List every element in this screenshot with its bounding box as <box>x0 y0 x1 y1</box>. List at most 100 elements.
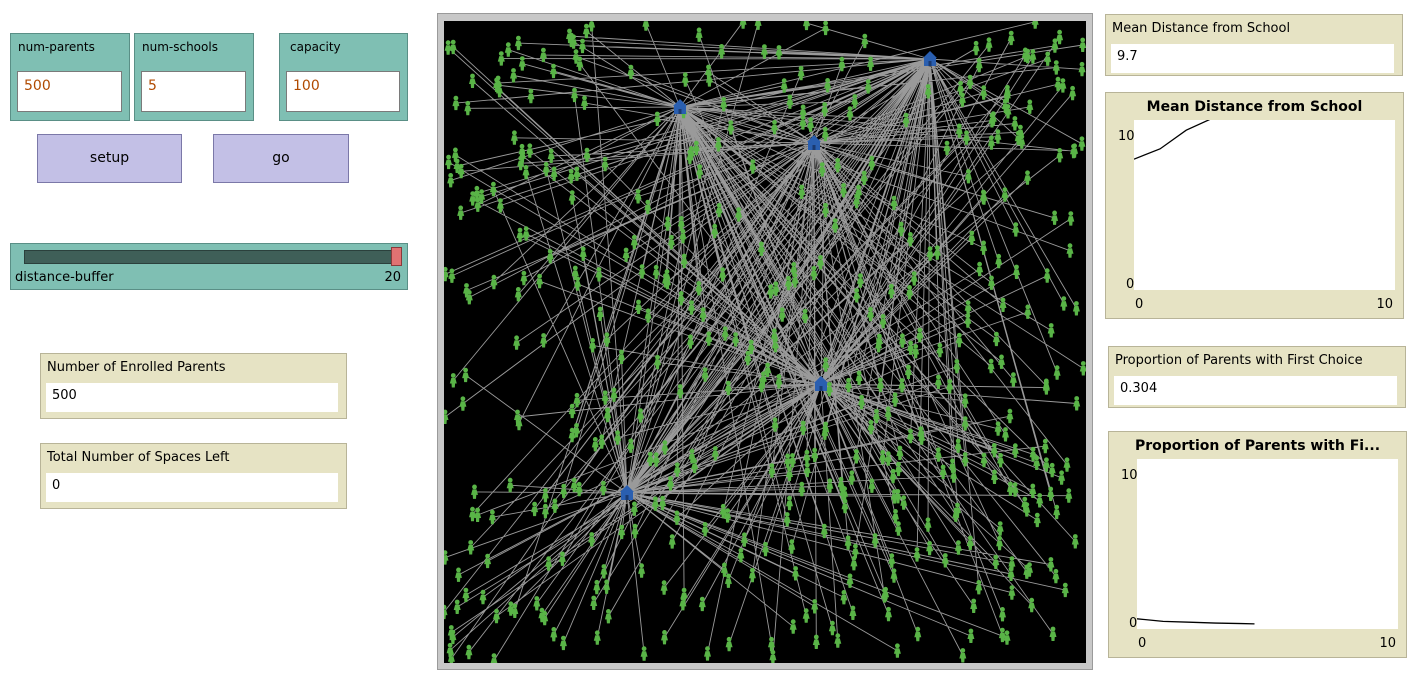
parent-turtle <box>514 35 522 51</box>
go-button[interactable]: go <box>213 134 349 183</box>
parent-turtle <box>980 452 988 468</box>
num-schools-input[interactable]: num-schools 5 <box>134 33 254 121</box>
parent-turtle <box>571 87 578 103</box>
parent-turtle <box>841 498 849 514</box>
parent-turtle <box>767 284 775 299</box>
first-choice-monitor: Proportion of Parents with First Choice … <box>1108 346 1406 408</box>
parent-turtle <box>893 643 901 658</box>
parent-turtle <box>573 392 581 408</box>
parent-turtle <box>522 165 530 180</box>
parent-turtle <box>526 143 534 158</box>
parent-turtle <box>459 396 467 411</box>
parent-turtle <box>701 367 709 382</box>
parent-turtle <box>581 95 588 110</box>
parent-turtle <box>964 169 972 184</box>
parent-turtle <box>778 307 786 322</box>
parent-turtle <box>1053 365 1061 380</box>
parent-turtle <box>954 438 962 453</box>
parent-turtle <box>494 75 502 90</box>
parent-turtle <box>840 183 848 198</box>
num-parents-field[interactable]: 500 <box>17 71 122 112</box>
parent-turtle <box>614 430 622 445</box>
parent-turtle <box>783 512 791 527</box>
parent-turtle <box>727 120 735 135</box>
slider-knob[interactable] <box>391 247 402 266</box>
parent-turtle <box>668 534 676 549</box>
parent-turtle <box>490 274 498 290</box>
parent-turtle <box>1002 427 1009 442</box>
slider-track[interactable] <box>24 250 398 264</box>
parent-turtle <box>679 596 687 611</box>
parent-turtle <box>914 626 922 642</box>
parent-turtle <box>1008 585 1016 600</box>
setup-button[interactable]: setup <box>37 134 182 183</box>
parent-turtle <box>757 241 765 256</box>
parent-turtle <box>762 541 769 557</box>
parent-turtle <box>1006 408 1014 424</box>
parent-turtle <box>1052 60 1060 75</box>
parent-turtle <box>884 406 892 421</box>
parent-turtle <box>444 604 448 620</box>
parent-turtle <box>531 501 539 517</box>
parent-turtle <box>799 115 807 130</box>
parent-turtle <box>964 300 972 315</box>
parent-turtle <box>1048 462 1056 478</box>
parent-turtle <box>826 478 834 493</box>
parent-turtle <box>912 344 920 359</box>
parent-turtle <box>603 579 611 594</box>
parent-turtle <box>1078 136 1086 151</box>
parent-turtle <box>995 253 1003 269</box>
x-max-tick: 10 <box>1379 636 1396 651</box>
parent-turtle <box>547 148 555 163</box>
parent-turtle <box>688 448 696 464</box>
x-max-tick: 10 <box>1376 297 1393 312</box>
school-house-icon <box>673 99 687 114</box>
parent-turtle <box>822 357 830 372</box>
num-parents-input[interactable]: num-parents 500 <box>10 33 130 121</box>
parent-turtle <box>591 437 599 452</box>
parent-turtle <box>1059 78 1067 93</box>
parent-turtle <box>1065 488 1073 503</box>
parent-turtle <box>952 507 960 522</box>
parent-turtle <box>798 481 806 497</box>
parent-turtle <box>906 232 914 247</box>
num-schools-field[interactable]: 5 <box>141 71 246 112</box>
parent-turtle <box>891 392 899 407</box>
parent-turtle <box>1047 486 1055 501</box>
world-view[interactable] <box>437 13 1093 670</box>
parent-turtle <box>868 155 876 171</box>
parent-turtle <box>1024 304 1032 319</box>
parent-turtle <box>895 461 902 477</box>
parent-turtle <box>464 100 472 116</box>
parent-turtle <box>799 420 807 435</box>
distance-buffer-slider[interactable]: distance-buffer 20 <box>10 243 408 290</box>
parent-turtle <box>1051 38 1059 53</box>
parent-turtle <box>1003 88 1011 103</box>
parent-turtle <box>845 377 852 393</box>
parent-turtle <box>975 57 983 73</box>
parent-turtle <box>875 338 883 353</box>
spaces-left-monitor: Total Number of Spaces Left 0 <box>40 443 347 509</box>
parent-turtle <box>764 362 772 377</box>
parent-turtle <box>1001 187 1009 202</box>
parent-turtle <box>791 273 799 288</box>
parent-turtle <box>493 608 500 624</box>
world-canvas[interactable] <box>444 21 1086 663</box>
parent-turtle <box>879 450 887 465</box>
parent-turtle <box>484 553 492 569</box>
parent-turtle <box>724 573 732 588</box>
parent-turtle <box>724 380 732 396</box>
parent-turtle <box>732 332 740 347</box>
plot-line-canvas <box>1134 120 1211 160</box>
parent-turtle <box>976 261 984 277</box>
parent-turtle <box>699 307 707 322</box>
parent-turtle <box>1042 457 1050 472</box>
parent-turtle <box>867 56 875 71</box>
capacity-field[interactable]: 100 <box>286 71 400 112</box>
parent-turtle <box>488 509 496 525</box>
parent-turtle <box>1042 380 1050 395</box>
parent-turtle <box>988 275 995 290</box>
capacity-input[interactable]: capacity 100 <box>279 33 408 121</box>
parent-turtle <box>1012 222 1020 237</box>
parent-turtle <box>568 427 576 443</box>
